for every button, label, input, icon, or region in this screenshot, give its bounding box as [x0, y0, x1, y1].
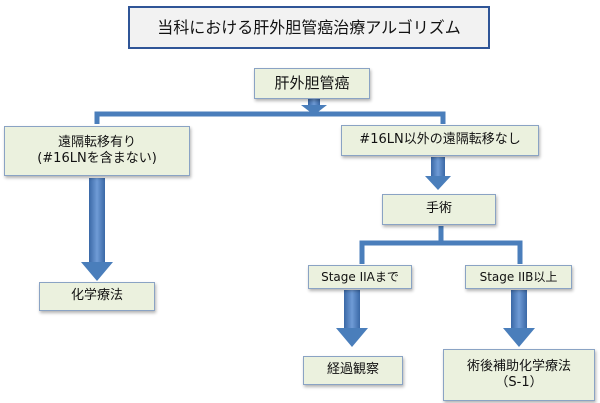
node-surgery: 手術 — [382, 194, 496, 225]
node-stage-early: Stage IIAまで — [308, 265, 412, 289]
node-mets-yes: 遠隔転移有り (#16LNを含まない) — [4, 126, 190, 176]
arrow-to-observe — [336, 290, 368, 347]
root-down-arrow — [301, 98, 327, 115]
node-surgery-label: 手術 — [425, 201, 452, 217]
diagram-title-text: 当科における肝外胆管癌治療アルゴリズム — [157, 17, 461, 37]
node-root: 肝外胆管癌 — [254, 68, 370, 99]
node-observe-label: 経過観察 — [326, 362, 379, 378]
node-adjuvant: 術後補助化学療法 （S-1） — [443, 349, 595, 401]
stage-bracket — [359, 226, 523, 264]
top-bracket — [94, 111, 446, 124]
arrow-to-adjuvant — [503, 290, 535, 347]
arrow-to-chemo — [81, 178, 113, 281]
diagram-title: 当科における肝外胆管癌治療アルゴリズム — [128, 6, 490, 49]
node-mets-no-label: #16LN以外の遠隔転移なし — [359, 132, 521, 148]
node-mets-yes-line2: (#16LNを含まない) — [37, 151, 157, 166]
node-adjuvant-line2: （S-1） — [495, 375, 543, 390]
node-stage-late-label: Stage IIB以上 — [479, 269, 558, 284]
node-mets-yes-line1: 遠隔転移有り — [57, 134, 136, 150]
node-observe: 経過観察 — [303, 356, 403, 385]
node-stage-late: Stage IIB以上 — [465, 265, 572, 289]
node-mets-no: #16LN以外の遠隔転移なし — [341, 125, 539, 156]
arrow-to-surgery — [425, 157, 451, 190]
node-chemo: 化学療法 — [39, 282, 155, 311]
node-chemo-label: 化学療法 — [70, 288, 123, 304]
node-stage-early-label: Stage IIAまで — [321, 269, 399, 284]
node-root-label: 肝外胆管癌 — [274, 74, 350, 93]
node-adjuvant-line1: 術後補助化学療法 — [466, 358, 571, 374]
